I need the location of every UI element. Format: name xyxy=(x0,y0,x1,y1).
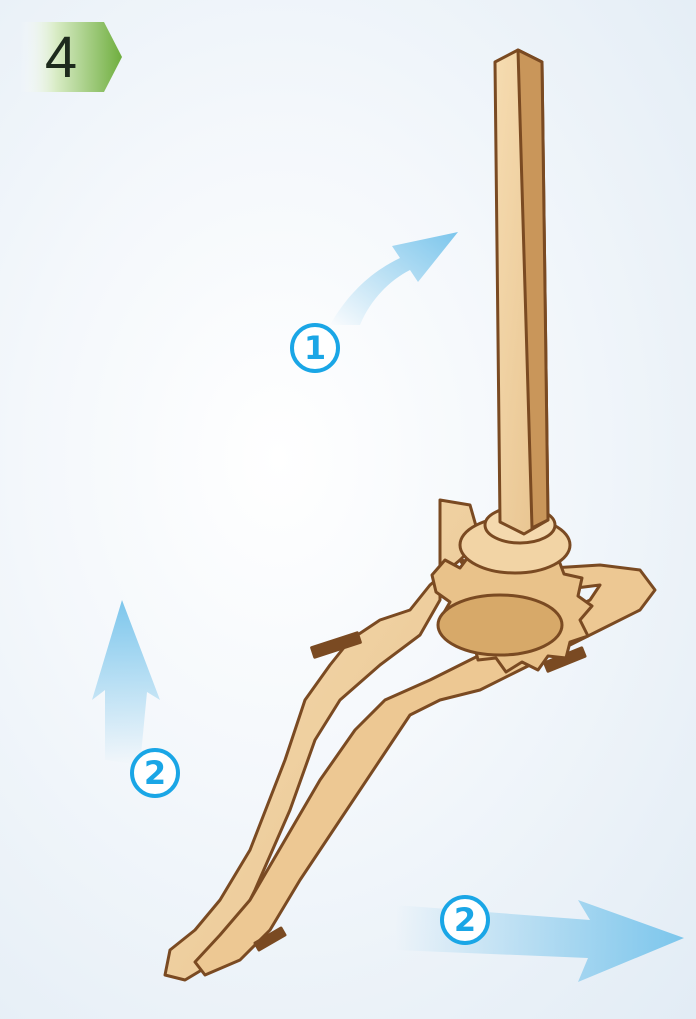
wooden-stand-model xyxy=(165,50,655,980)
arrow-1-icon xyxy=(330,232,458,325)
arrow-2-up-icon xyxy=(92,600,160,765)
arrow-2-right-icon xyxy=(395,900,684,982)
step-number: 4 xyxy=(20,22,102,92)
step-marker-2-right: 2 xyxy=(440,895,490,945)
step-marker-1: 1 xyxy=(290,323,340,373)
step-marker-2-up: 2 xyxy=(130,748,180,798)
